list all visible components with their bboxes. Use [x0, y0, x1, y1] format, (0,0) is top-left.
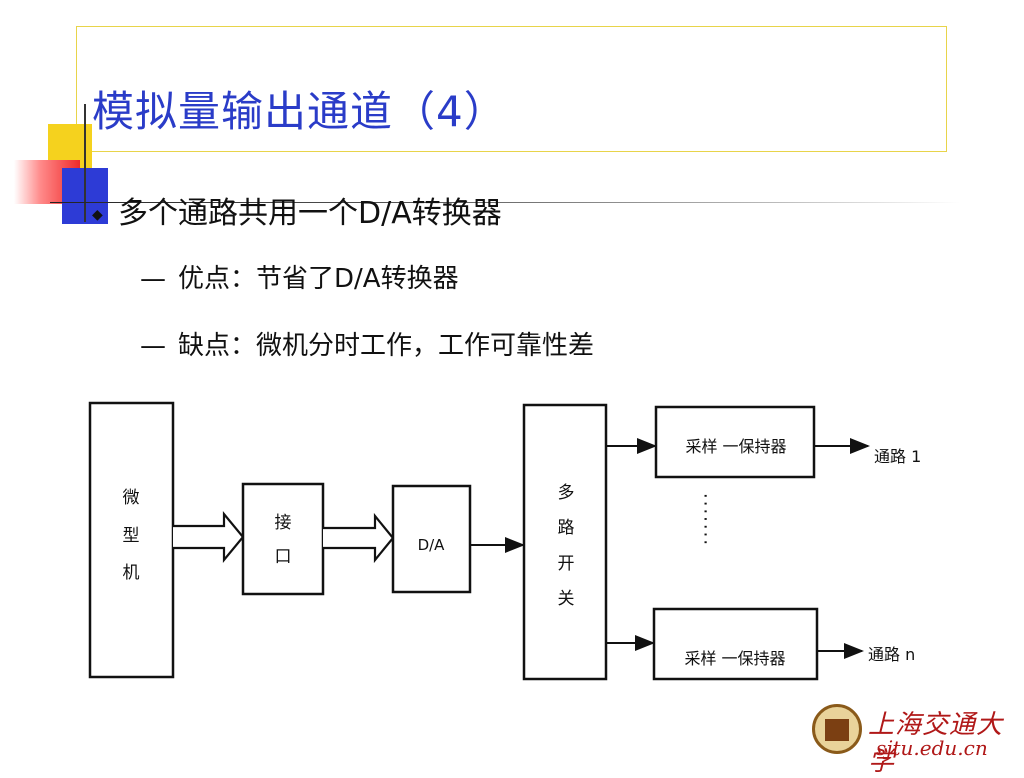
- sample-hold-block-top: [654, 405, 816, 479]
- sjtu-logo: 上海交通大学 sjtu.edu.cn: [808, 700, 1018, 777]
- sjtu-seal-icon: [812, 704, 862, 754]
- mux-char: 开: [558, 554, 575, 574]
- microcomputer-char: 型: [123, 526, 140, 546]
- interface-block: [241, 482, 325, 596]
- sample-hold-label-bottom: 采样 一保持器: [684, 649, 785, 668]
- hollow-arrow-to-interface: [173, 510, 245, 564]
- mux-char: 路: [558, 518, 575, 538]
- sample-hold-label-top: 采样 一保持器: [685, 437, 786, 456]
- sub-point-disadvantage: — 缺点：微机分时工作，工作可靠性差: [140, 325, 594, 362]
- mux-block: [522, 403, 608, 681]
- decor-vertical-line: [84, 104, 86, 222]
- hollow-arrow-to-da: [323, 512, 395, 564]
- bullet-diamond-icon: ◆: [92, 207, 103, 223]
- sub-point-advantage: — 优点：节省了D/A转换器: [140, 258, 459, 295]
- output-label-bottom: 通路 n: [868, 645, 915, 664]
- interface-char: 接: [275, 513, 292, 533]
- sub-point-text: 缺点：微机分时工作，工作可靠性差: [178, 331, 595, 361]
- slide-title: 模拟量输出通道（4）: [92, 87, 507, 136]
- microcomputer-char: 机: [123, 563, 140, 583]
- da-block: [391, 484, 472, 594]
- da-label: D/A: [418, 536, 446, 554]
- main-point: 多个通路共用一个D/A转换器: [118, 196, 502, 231]
- logo-url: sjtu.edu.cn: [876, 736, 988, 760]
- interface-char: 口: [275, 547, 292, 567]
- vertical-ellipsis: ·······: [695, 493, 716, 547]
- microcomputer-block: [88, 401, 175, 679]
- microcomputer-char: 微: [123, 488, 140, 508]
- mux-char: 关: [558, 589, 575, 609]
- sample-hold-block-bottom: [652, 607, 819, 681]
- dash-marker: —: [140, 331, 166, 361]
- sub-point-text: 优点：节省了D/A转换器: [178, 264, 459, 294]
- title-frame: [76, 26, 947, 152]
- decor-horizontal-line: [50, 202, 960, 203]
- output-label-top: 通路 1: [874, 447, 921, 466]
- dash-marker: —: [140, 264, 166, 294]
- mux-char: 多: [558, 483, 575, 503]
